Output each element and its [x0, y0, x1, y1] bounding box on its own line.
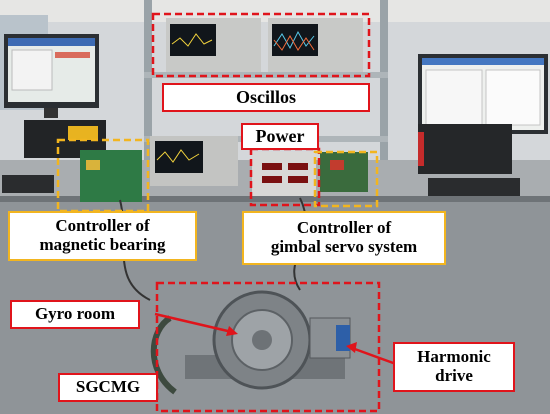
magnetic-bearing-text-2: magnetic bearing	[39, 235, 166, 254]
gyro-room-text: Gyro room	[34, 304, 116, 324]
gimbal-servo-box	[313, 150, 379, 208]
oscillos-box	[151, 12, 371, 78]
harmonic-drive-connector	[336, 325, 350, 351]
magnetic-bearing-text-1: Controller of	[55, 216, 150, 236]
oscillos-text: Oscillos	[235, 86, 296, 107]
board-chip	[86, 160, 100, 170]
shelf-post-right	[380, 0, 388, 200]
gimbal-servo-label: Controller of gimbal servo system	[242, 211, 446, 265]
right-pc	[418, 124, 512, 174]
power-display-2	[288, 163, 308, 170]
ceiling	[0, 0, 550, 22]
left-monitor-bar	[55, 52, 90, 58]
sgcmg-box	[155, 281, 381, 413]
gyro-room-label: Gyro room	[10, 300, 140, 329]
magnetic-bearing-board	[80, 150, 142, 202]
power-supply	[252, 152, 316, 196]
power-display-4	[288, 176, 308, 183]
right-monitor-titlebar	[422, 58, 544, 65]
harmonic-arrow	[351, 346, 397, 366]
keyboard-right	[428, 178, 520, 196]
oscilloscope-2-trace-b	[273, 34, 315, 51]
oscilloscope-1-trace	[171, 33, 213, 47]
gyro-room-arrowhead	[226, 326, 238, 336]
magnetic-bearing-label: Controller of magnetic bearing	[8, 211, 197, 261]
gimbal-servo-text-1: Controller of	[296, 218, 392, 238]
sgcmg-label: SGCMG	[58, 373, 158, 402]
power-display-1	[262, 163, 282, 170]
gyro-cable	[150, 315, 177, 395]
harmonic-drive-label: Harmonic drive	[393, 342, 515, 392]
power-text: Power	[255, 125, 305, 146]
magnetic-bearing-box	[56, 138, 150, 213]
right-monitor-pane	[425, 69, 483, 126]
keyboard-left	[2, 175, 54, 193]
power-display-3	[262, 176, 282, 183]
gyro-hub	[252, 330, 272, 350]
right-pc-accent	[418, 132, 424, 166]
left-monitor-stand	[44, 108, 58, 118]
sgcmg-text: SGCMG	[75, 377, 141, 397]
oscilloscope-2-trace	[273, 30, 315, 50]
oscilloscope-3-screen	[155, 141, 203, 173]
oscillos-label: Oscillos	[162, 83, 370, 112]
gimbal-servo-text-2: gimbal servo system	[270, 237, 418, 256]
board-chip-2	[330, 160, 344, 170]
harmonic-drive-text-1: Harmonic	[417, 347, 491, 367]
shelf-post-left	[144, 0, 152, 195]
right-monitor-pane-2	[485, 69, 541, 126]
gimbal-servo-board	[320, 152, 368, 192]
left-monitor-titlebar	[8, 38, 95, 46]
gyro-room-arrow	[154, 312, 233, 334]
oscilloscope-3-trace	[156, 149, 200, 163]
harmonic-drive-text-2: drive	[435, 366, 473, 385]
power-label: Power	[241, 123, 319, 150]
left-pc-sticker	[68, 126, 98, 140]
desk-edge	[0, 196, 550, 202]
harmonic-arrowhead	[346, 342, 357, 353]
left-monitor-window	[11, 49, 53, 91]
